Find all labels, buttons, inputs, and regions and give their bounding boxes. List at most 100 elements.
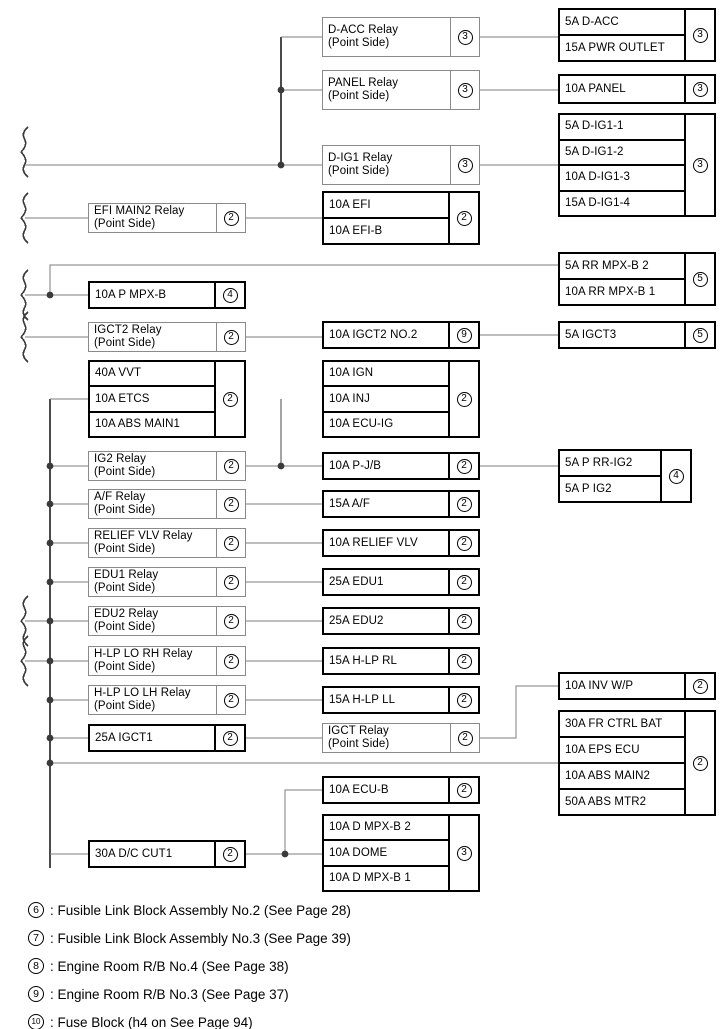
junction-dot <box>46 657 54 665</box>
legend-label: : Fuse Block (h4 on See Page 94) <box>50 1014 253 1029</box>
box-cells: EDU1 Relay(Point Side) <box>89 568 216 596</box>
cell-line: 15A D-IG1-4 <box>565 196 631 209</box>
relay-box-igct-relay[interactable]: IGCT Relay(Point Side)2 <box>322 723 480 753</box>
cell-line: (Point Side) <box>94 700 156 712</box>
cell-line: 10A EFI <box>329 198 371 211</box>
box-cells: 10A P-J/B <box>324 454 448 478</box>
box-cell-label: 25A EDU1 <box>324 570 448 594</box>
junction-dot <box>46 500 54 508</box>
cell-line: 5A RR MPX-B 2 <box>565 259 649 272</box>
cell-line: 10A P-J/B <box>329 459 382 472</box>
relay-box-relief-vlv-relay[interactable]: RELIEF VLV Relay(Point Side)2 <box>88 528 246 558</box>
circled-reference-number: 2 <box>456 391 472 407</box>
cell-line: 15A H-LP LL <box>329 693 396 706</box>
reference-number-cell: 3 <box>684 76 714 102</box>
cell-line: 10A D-IG1-3 <box>565 171 631 184</box>
relay-box-igct2-relay[interactable]: IGCT2 Relay(Point Side)2 <box>88 322 246 352</box>
box-cell-label: 5A D-IG1-1 <box>560 115 684 139</box>
circled-reference-number: 9 <box>456 327 472 343</box>
cell-line: 40A VVT <box>95 367 142 380</box>
circled-reference-number: 5 <box>692 327 708 343</box>
cell-line: H-LP LO RH Relay <box>94 648 193 661</box>
reference-number-cell: 3 <box>684 115 714 215</box>
reference-number-cell: 2 <box>448 492 478 516</box>
fuse-box-p-jb-fuse[interactable]: 10A P-J/B 2 <box>322 452 480 480</box>
circled-reference-number: 2 <box>457 730 473 746</box>
box-cell-label: 10A ABS MAIN1 <box>90 410 214 436</box>
circled-reference-number: 3 <box>457 82 473 98</box>
box-cell-label: 40A VVT <box>90 362 214 385</box>
box-cell-label: 10A DOME <box>324 839 448 864</box>
reference-number-cell: 2 <box>448 531 478 555</box>
circled-reference-number: 2 <box>456 613 472 629</box>
circled-reference-number: 2 <box>222 846 238 862</box>
relay-box-d-ig1-relay[interactable]: D-IG1 Relay(Point Side)3 <box>322 145 480 185</box>
cell-line: 10A EPS ECU <box>565 743 640 756</box>
cell-line: 10A ECU-IG <box>329 417 394 430</box>
relay-box-d-acc-relay[interactable]: D-ACC Relay(Point Side)3 <box>322 17 480 57</box>
relay-box-af-relay[interactable]: A/F Relay(Point Side)2 <box>88 489 246 519</box>
box-cell-label: 15A H-LP RL <box>324 649 448 673</box>
junction-dot <box>46 696 54 704</box>
box-cell-label: IG2 Relay(Point Side) <box>89 452 216 480</box>
box-cells: EFI MAIN2 Relay(Point Side) <box>89 204 216 232</box>
cell-line: IGCT2 Relay <box>94 324 162 337</box>
relay-box-efi-main2-relay[interactable]: EFI MAIN2 Relay(Point Side)2 <box>88 203 246 233</box>
cell-line: A/F Relay <box>94 491 146 504</box>
relay-box-hlp-lo-rh-relay[interactable]: H-LP LO RH Relay(Point Side)2 <box>88 646 246 676</box>
relay-box-ig2-relay[interactable]: IG2 Relay(Point Side)2 <box>88 451 246 481</box>
relay-box-hlp-lo-lh-relay[interactable]: H-LP LO LH Relay(Point Side)2 <box>88 685 246 715</box>
cell-line: (Point Side) <box>94 621 156 633</box>
reference-number-cell: 2 <box>216 452 245 480</box>
cell-line: 10A IGN <box>329 367 374 380</box>
relay-box-edu2-relay[interactable]: EDU2 Relay(Point Side)2 <box>88 606 246 636</box>
wire-igct-relay-to-inv-wp <box>480 685 558 739</box>
reference-number-cell: 2 <box>216 323 245 351</box>
cell-line: 15A H-LP RL <box>329 654 398 667</box>
box-cell-label: 10A IGN <box>324 362 448 385</box>
cell-line: 10A RELIEF VLV <box>329 536 418 549</box>
box-cell-label: 30A FR CTRL BAT <box>560 712 684 736</box>
junction-dot <box>46 759 54 767</box>
cell-line: EDU2 Relay <box>94 608 159 621</box>
box-cells: 10A IGCT2 NO.2 <box>324 323 448 347</box>
relay-box-edu1-relay[interactable]: EDU1 Relay(Point Side)2 <box>88 567 246 597</box>
reference-number-cell: 2 <box>216 204 245 232</box>
reference-number-cell: 2 <box>448 609 478 633</box>
fuse-box-igct2-no2-fuse[interactable]: 10A IGCT2 NO.2 9 <box>322 321 480 349</box>
box-cells: 15A A/F <box>324 492 448 516</box>
reference-number-cell: 2 <box>684 712 714 814</box>
box-cell-label: A/F Relay(Point Side) <box>89 490 216 518</box>
box-cells: 15A H-LP LL <box>324 688 448 712</box>
box-cells: H-LP LO LH Relay(Point Side) <box>89 686 216 714</box>
relay-box-panel-relay[interactable]: PANEL Relay(Point Side)3 <box>322 70 480 110</box>
fuse-box-relief-vlv-fuse[interactable]: 10A RELIEF VLV 2 <box>322 529 480 557</box>
circled-reference-number: 3 <box>692 27 708 43</box>
junction-dot <box>277 462 285 470</box>
cell-line: 10A ABS MAIN1 <box>95 417 181 430</box>
circled-reference-number: 2 <box>456 458 472 474</box>
box-cell-label: 10A EFI <box>324 193 448 217</box>
